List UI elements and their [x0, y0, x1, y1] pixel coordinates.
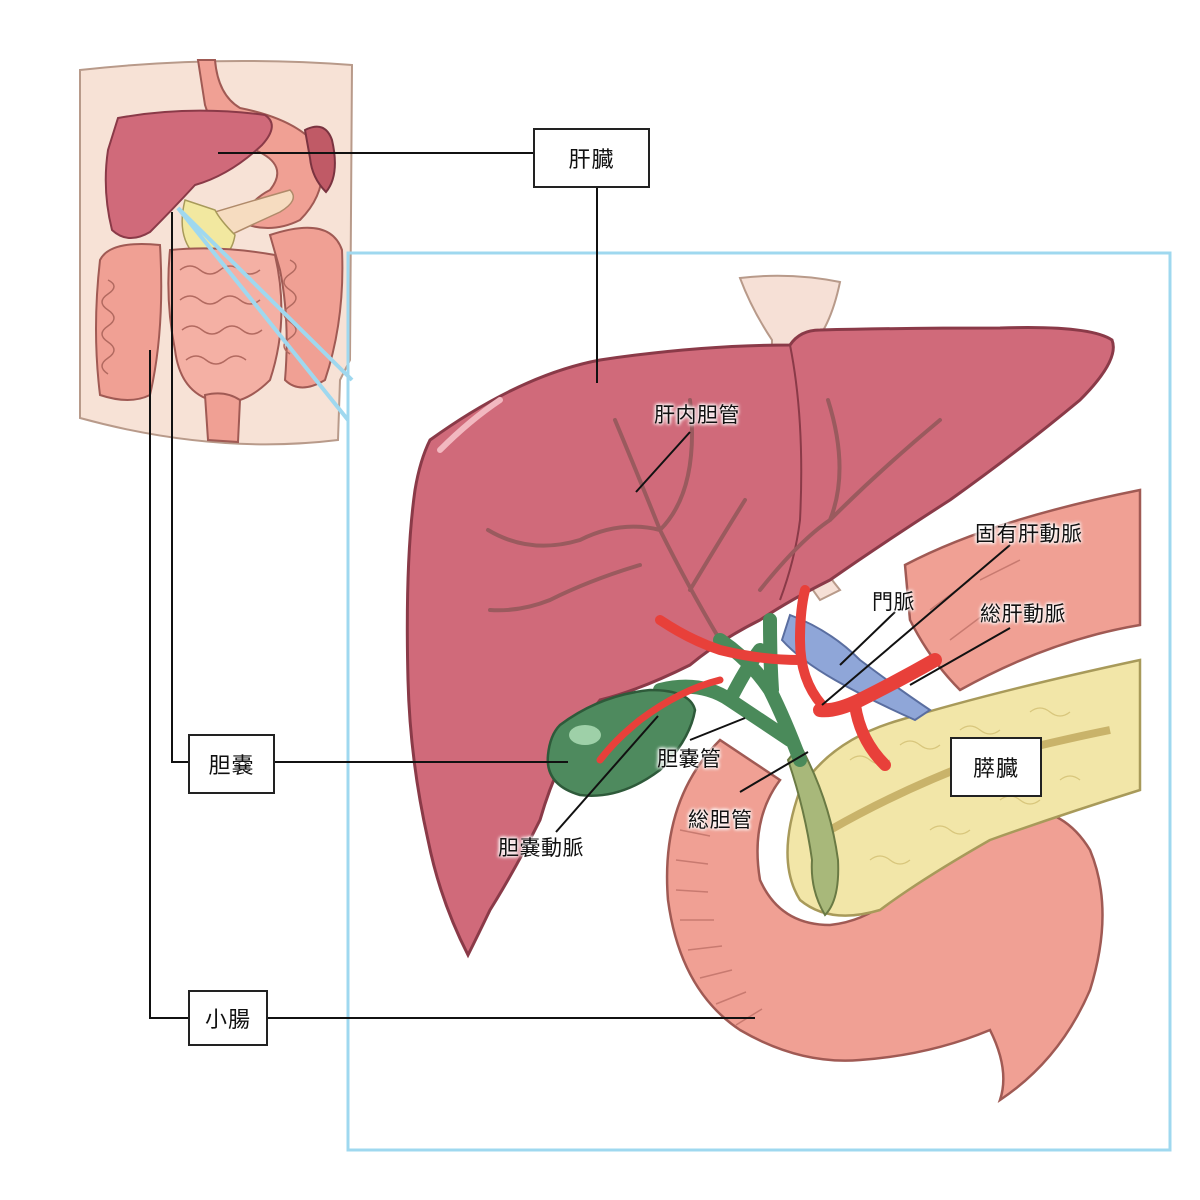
pancreas-texture: [849, 707, 1081, 865]
common-bile-duct-label: 総胆管: [688, 808, 753, 832]
leader-common-hepatic-artery: [909, 627, 1011, 686]
zoom-line-lower: [176, 206, 350, 422]
detail-frame: [346, 251, 1172, 1152]
duodenum-texture: [675, 829, 763, 1026]
common-hepatic-artery-label: 総肝動脈: [980, 602, 1066, 626]
detail-illustration: [405, 274, 1142, 1104]
liver-label: 肝臓: [533, 128, 650, 188]
portal-vein-label: 門脈: [872, 590, 915, 614]
gallbladder-label: 胆嚢: [188, 734, 275, 794]
leader-cystic-duct: [689, 717, 746, 741]
gallbladder-highlight: [569, 725, 601, 745]
thumb-liver: [104, 109, 273, 239]
leader-proper-hepatic-artery: [821, 544, 1011, 706]
intrahepatic-ducts: [486, 398, 942, 642]
proper-hepatic-artery: [655, 585, 827, 710]
intrahepatic-bile-duct-label: 肝内胆管: [654, 403, 740, 427]
portal-vein: [780, 613, 932, 722]
thumb-rectum: [203, 392, 242, 444]
zoom-line-upper: [176, 206, 354, 382]
common-bile-duct-shape: [786, 743, 840, 917]
proper-hepatic-artery-label: 固有肝動脈: [975, 522, 1083, 546]
liver: [405, 326, 1115, 959]
small-intestine-label: 小腸: [188, 990, 268, 1046]
leader-portal-vein: [839, 611, 896, 666]
leader-gallbladder: [171, 212, 568, 763]
common-hepatic-artery: [813, 653, 942, 718]
pancreas-label: 膵臓: [950, 737, 1042, 797]
leader-liver: [218, 152, 598, 383]
cystic-artery-shape: [596, 676, 724, 764]
leader-common-bile-duct: [739, 751, 809, 793]
thumb-spleen: [303, 125, 336, 194]
leader-intrahepatic-duct: [635, 431, 691, 493]
cystic-artery-label: 胆嚢動脈: [498, 836, 584, 860]
cystic-duct-label: 胆嚢管: [657, 747, 722, 771]
leader-lines: [149, 152, 1011, 1019]
gastroduodenal-artery: [849, 699, 891, 771]
liver-highlight: [437, 397, 503, 453]
thumb-intestine-texture: [101, 259, 297, 375]
torso-thumbnail: [79, 59, 354, 446]
leader-cystic-artery: [555, 715, 659, 833]
thumb-small-intestine: [167, 247, 283, 404]
liver-fissure: [779, 344, 803, 601]
leader-small-intestine: [149, 350, 755, 1019]
thumb-colon: [95, 243, 163, 401]
